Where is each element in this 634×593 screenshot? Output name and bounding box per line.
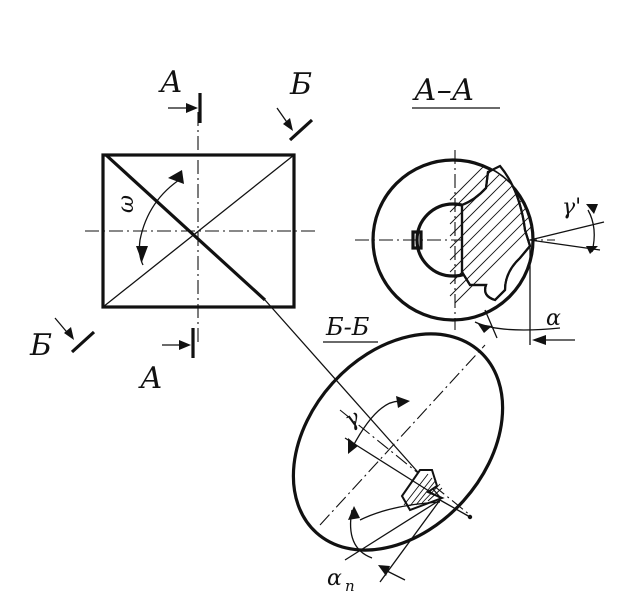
label-section-a-top: А [158,65,183,100]
label-section-a-bottom: А [138,361,163,396]
label-view-bb: Б-Б [325,313,370,341]
square-diagonal-dash [102,154,295,308]
section-bb [291,332,505,583]
square-diagonal-cut [104,153,267,302]
label-view-aa: А–А [412,73,474,108]
projection-line [264,299,441,498]
bb-ellipse [291,332,505,552]
bb-short-axis [339,409,471,516]
section-b-marker-left [54,317,96,354]
label-section-b-top: Б [289,67,312,102]
label-gamma-prime: γ' [562,195,581,220]
square-view [85,112,315,342]
omega-arc [138,177,183,266]
label-alpha-n: α [327,566,342,591]
label-alpha: α [546,306,561,331]
section-a-marker-top [168,93,202,123]
label-alpha-n-sub: п [345,577,355,593]
section-a-marker-bottom [162,328,195,358]
omega-arrow-head [168,170,184,184]
label-section-b-left: Б [29,328,52,363]
bb-long-axis [319,344,486,526]
section-b-marker-top [276,107,314,142]
label-omega: ω [114,195,139,213]
section-aa [355,150,605,345]
omega-arrow-tail [136,246,148,262]
